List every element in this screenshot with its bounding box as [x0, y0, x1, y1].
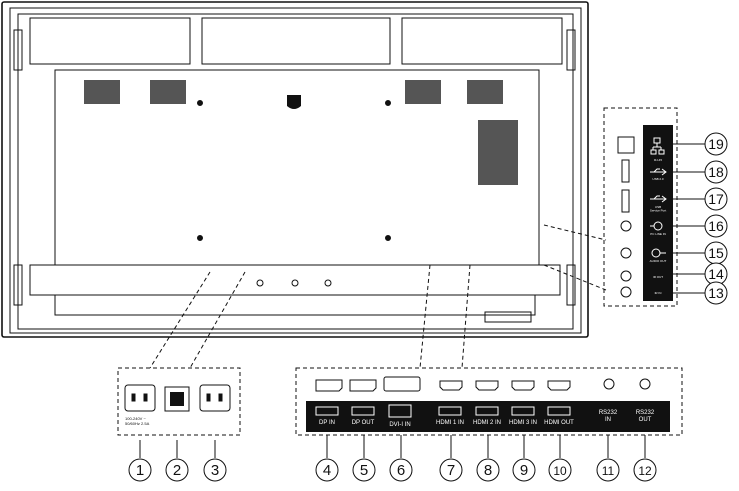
hdmi1-in-label: HDMI 1 IN [436, 420, 464, 426]
pc-line-in-label: PC LINE IN [650, 232, 666, 236]
hdmi-port-icon [439, 380, 463, 391]
svg-text:3: 3 [211, 462, 219, 479]
label-line: 50/60Hz 2.5A [125, 421, 150, 426]
pc-line-in-jack-icon [620, 220, 632, 232]
svg-text:2: 2 [173, 462, 181, 479]
callout-17: 17 [708, 191, 724, 207]
hdmi-port-icon [475, 380, 499, 391]
power-panel: 100-240V ~50/60Hz 2.5A [117, 367, 241, 436]
callout-11: 11 [602, 464, 615, 478]
io-callouts: 4 5 6 7 8 9 10 11 12 [315, 435, 657, 482]
ir-in-label: IR IN [655, 291, 662, 295]
dvi-in-label: DVI-I IN [389, 422, 410, 428]
callout-13: 13 [708, 285, 724, 301]
side-callouts: 19 18 17 16 15 14 13 [670, 132, 728, 305]
callout-12: 12 [638, 464, 652, 478]
line-in-icon [650, 221, 663, 231]
hdmi-port-icon [511, 380, 535, 391]
callout-circle [633, 458, 657, 482]
callout-16: 16 [708, 218, 724, 234]
callout-4: 4 [323, 462, 331, 479]
callout-15: 15 [708, 245, 724, 261]
dvi-port-icon [383, 376, 421, 392]
label-line: RS232 [636, 410, 655, 416]
callout-1: 1 [128, 458, 152, 482]
dp-port-icon [315, 379, 343, 392]
label-line: OUT [639, 417, 652, 423]
philips-shield-icon [287, 95, 301, 109]
callout-circle [704, 214, 728, 238]
usb-icon [650, 168, 667, 176]
ac-inlet-icon [124, 384, 156, 412]
callout-circle [352, 458, 376, 482]
label-line: USB [655, 205, 661, 209]
callout-7: 7 [447, 462, 455, 479]
callout-circle [512, 458, 536, 482]
dp-port-icon [349, 379, 377, 392]
svg-text:1: 1 [136, 462, 144, 479]
power-callouts: 1 2 3 [128, 440, 227, 482]
usb-icon [650, 195, 667, 203]
callout-circle [704, 187, 728, 211]
dp-out-label: DP OUT [352, 420, 375, 426]
usb-port-icon [621, 189, 630, 213]
io-panel: DP IN DP OUT DVI-I IN HDMI 1 IN HDMI 2 I… [295, 367, 683, 436]
callout-circle [315, 458, 339, 482]
hdmi-out-label: HDMI OUT [544, 420, 574, 426]
callout-5: 5 [360, 462, 368, 479]
lan-label: RJ-45 [654, 158, 662, 162]
io-label-strip [306, 401, 670, 432]
label-line: RS232 [599, 410, 618, 416]
audio-out-label: AUDIO OUT [650, 259, 667, 263]
monitor-rear-view [1, 1, 589, 338]
callout-circle [704, 281, 728, 305]
callout-10: 10 [553, 464, 567, 478]
callout-6: 6 [397, 462, 405, 479]
callout-circle [596, 458, 620, 482]
callout-circle [704, 132, 728, 156]
side-label-strip [643, 125, 673, 301]
ir-out-label: IR OUT [653, 275, 663, 279]
rs232-in-jack-icon [603, 378, 615, 390]
callout-9: 9 [520, 462, 528, 479]
callout-circle [704, 160, 728, 184]
callout-14: 14 [708, 266, 724, 282]
network-icon [650, 137, 665, 155]
audio-out-icon [651, 248, 666, 258]
hdmi3-in-label: HDMI 3 IN [509, 420, 537, 426]
callout-3: 3 [203, 458, 227, 482]
label-line: IN [605, 417, 611, 423]
callout-circle [439, 458, 463, 482]
dp-in-label: DP IN [319, 420, 335, 426]
leader-lines [149, 224, 607, 369]
lan-port-icon [617, 136, 635, 154]
hdmi-port-icon [547, 380, 571, 391]
power-switch-icon [164, 386, 190, 412]
audio-out-jack-icon [620, 247, 632, 259]
ac-outlet-icon [199, 384, 231, 412]
ir-in-jack-icon [620, 286, 632, 298]
ac-inlet-label: 100-240V ~50/60Hz 2.5A [125, 416, 150, 426]
callout-circle [389, 458, 413, 482]
ir-out-jack-icon [620, 270, 632, 282]
label-line: Service Port [650, 209, 667, 213]
hdmi2-in-label: HDMI 2 IN [473, 420, 501, 426]
callout-circle [548, 458, 572, 482]
callout-18: 18 [708, 164, 724, 180]
usb-a-label: USB 2.0 [652, 177, 664, 181]
rs232-out-jack-icon [639, 378, 651, 390]
callout-circle [476, 458, 500, 482]
callout-19: 19 [708, 136, 724, 152]
label-line: 100-240V ~ [125, 416, 146, 421]
usb-port-icon [621, 159, 630, 183]
callout-2: 2 [165, 458, 189, 482]
callout-8: 8 [484, 462, 492, 479]
